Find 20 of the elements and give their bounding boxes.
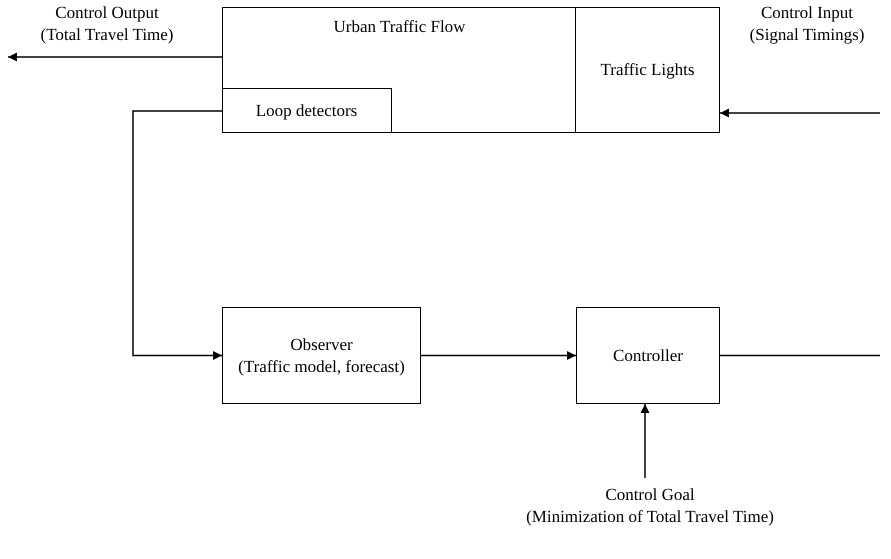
node-text: (Traffic model, forecast) xyxy=(238,356,405,378)
node-text: Loop detectors xyxy=(256,100,358,122)
edge-label: Control Output (Total Travel Time) xyxy=(40,2,174,46)
arrow xyxy=(421,351,576,360)
node-text: Controller xyxy=(613,344,683,366)
process-box xyxy=(222,307,421,404)
arrow xyxy=(132,110,222,360)
process-box xyxy=(575,7,720,133)
node-text: (Minimization of Total Travel Time) xyxy=(526,506,774,528)
process-box xyxy=(222,7,577,133)
arrow xyxy=(720,108,880,118)
node-text: Traffic Lights xyxy=(600,59,694,81)
edge-label: Control Input (Signal Timings) xyxy=(748,2,866,46)
arrow xyxy=(640,404,650,478)
arrow xyxy=(8,52,222,62)
process-box xyxy=(222,88,392,133)
node-text: Observer xyxy=(290,334,353,356)
node-text: Control Goal xyxy=(605,484,695,506)
process-box xyxy=(576,307,720,404)
node-text: Urban Traffic Flow xyxy=(334,16,466,38)
